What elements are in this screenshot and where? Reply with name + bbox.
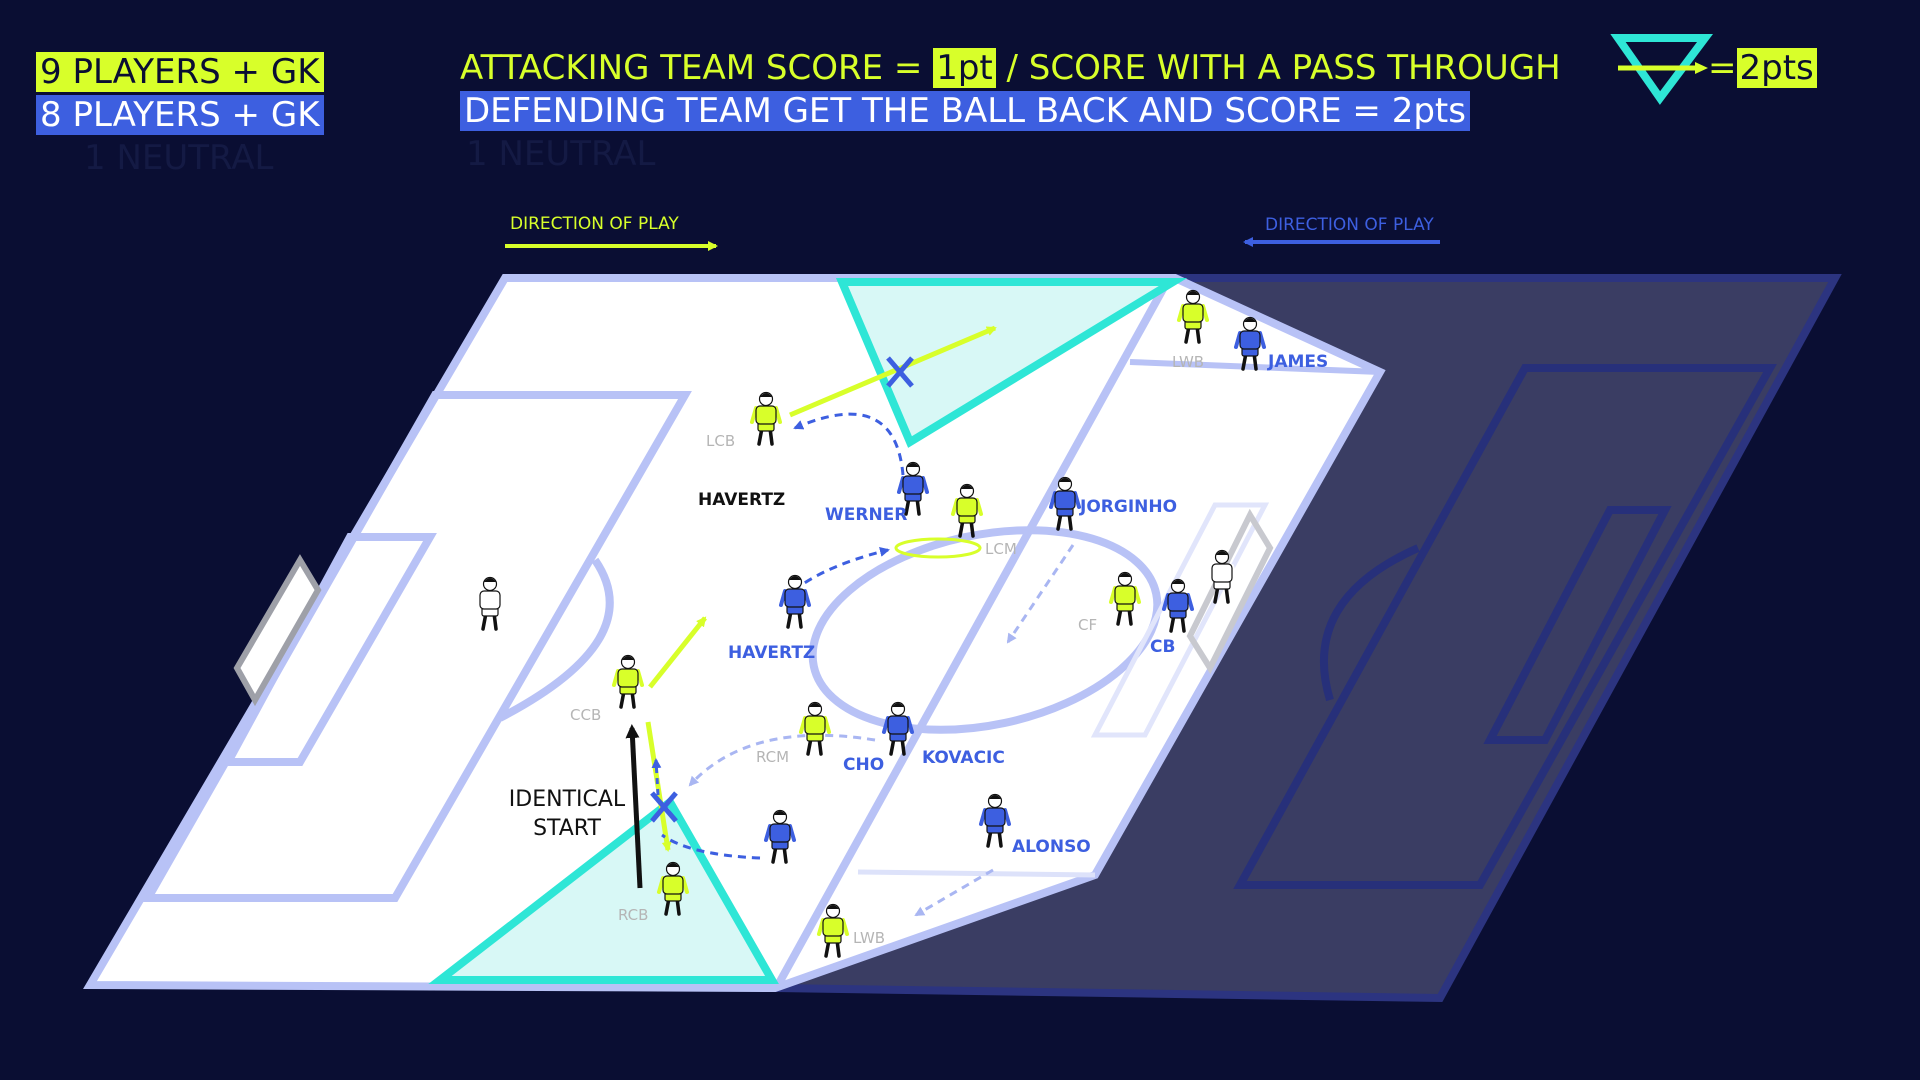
active-pitch [83, 274, 1386, 993]
defending-player-werner [897, 461, 929, 516]
defending-player-jorginho [1049, 476, 1081, 531]
label-lcb: LCB [706, 432, 735, 450]
attacking-player-lcm [951, 483, 983, 538]
attacking-bonus-prefix: = [1708, 48, 1737, 88]
legend-pass-arrowhead [1695, 62, 1708, 74]
neutral-rule: 1 NEUTRAL [466, 134, 656, 174]
attacking-player-lwb-top [1177, 289, 1209, 344]
defending-player-cho [882, 701, 914, 756]
defending-player-havertz [779, 574, 811, 629]
lcm-highlight-ring [894, 537, 982, 559]
attacking-player-rcb [657, 861, 689, 916]
attacking-rule: ATTACKING TEAM SCORE = 1pt / SCORE WITH … [460, 48, 1561, 88]
interception-cross-top [886, 356, 914, 388]
attacking-count-badge: 9 PLAYERS + GK [36, 52, 324, 92]
attacking-player-cf [1109, 571, 1141, 626]
defending-count-badge: 8 PLAYERS + GK [36, 95, 324, 135]
players [474, 289, 1266, 958]
label-werner: WERNER [825, 505, 907, 525]
attacking-bonus: =2pts [1708, 48, 1817, 88]
neutral-player-left [474, 576, 506, 631]
label-alonso: ALONSO [1012, 837, 1091, 857]
label-cb: CB [1150, 637, 1175, 657]
label-lwb-bottom: LWB [853, 929, 885, 947]
label-lcm: LCM [985, 540, 1017, 558]
attacking-rule-points: 1pt [933, 48, 996, 88]
defending-rule: DEFENDING TEAM GET THE BALL BACK AND SCO… [460, 91, 1470, 131]
label-lwb-top: LWB [1172, 353, 1204, 371]
annotation-start: START [533, 816, 601, 841]
label-havertz-neutral: HAVERTZ [698, 490, 785, 510]
label-havertz: HAVERTZ [728, 643, 815, 663]
attacking-player-rcm [799, 701, 831, 756]
attacking-player-lcb [750, 391, 782, 446]
neutral-goalkeeper-right [1206, 549, 1238, 604]
top-target-triangle [835, 278, 1188, 448]
defending-player-alonso [979, 793, 1011, 848]
label-ccb: CCB [570, 706, 601, 724]
right-goal [1186, 508, 1274, 675]
player-labels: HAVERTZ WERNER JORGINHO HAVERTZ CHO KOVA… [570, 352, 1328, 947]
attacking-player-ccb [612, 654, 644, 709]
movement-arrows [625, 325, 1075, 917]
defending-player-kovacic [764, 809, 796, 864]
label-kovacic: KOVACIC [922, 748, 1005, 768]
attacking-player-lwb-bottom [817, 903, 849, 958]
direction-label-attack: DIRECTION OF PLAY [510, 214, 679, 234]
left-goal [233, 554, 322, 707]
defending-player-james [1234, 316, 1266, 371]
label-rcm: RCM [756, 748, 789, 766]
label-rcb: RCB [618, 906, 648, 924]
annotation-identical: IDENTICAL [509, 787, 626, 812]
attacking-bonus-points: 2pts [1736, 48, 1817, 88]
label-jorginho: JORGINHO [1079, 497, 1177, 517]
direction-label-defend: DIRECTION OF PLAY [1265, 215, 1434, 235]
defending-player-cb [1162, 578, 1194, 633]
label-cf: CF [1078, 616, 1097, 634]
label-cho: CHO [843, 755, 884, 775]
attacking-rule-prefix: ATTACKING TEAM SCORE = [460, 48, 934, 88]
attacking-rule-middle: / SCORE WITH A PASS THROUGH [995, 48, 1561, 88]
label-james: JAMES [1267, 352, 1328, 372]
interception-cross-bottom [650, 791, 678, 823]
neutral-count-label: 1 NEUTRAL [84, 138, 274, 178]
